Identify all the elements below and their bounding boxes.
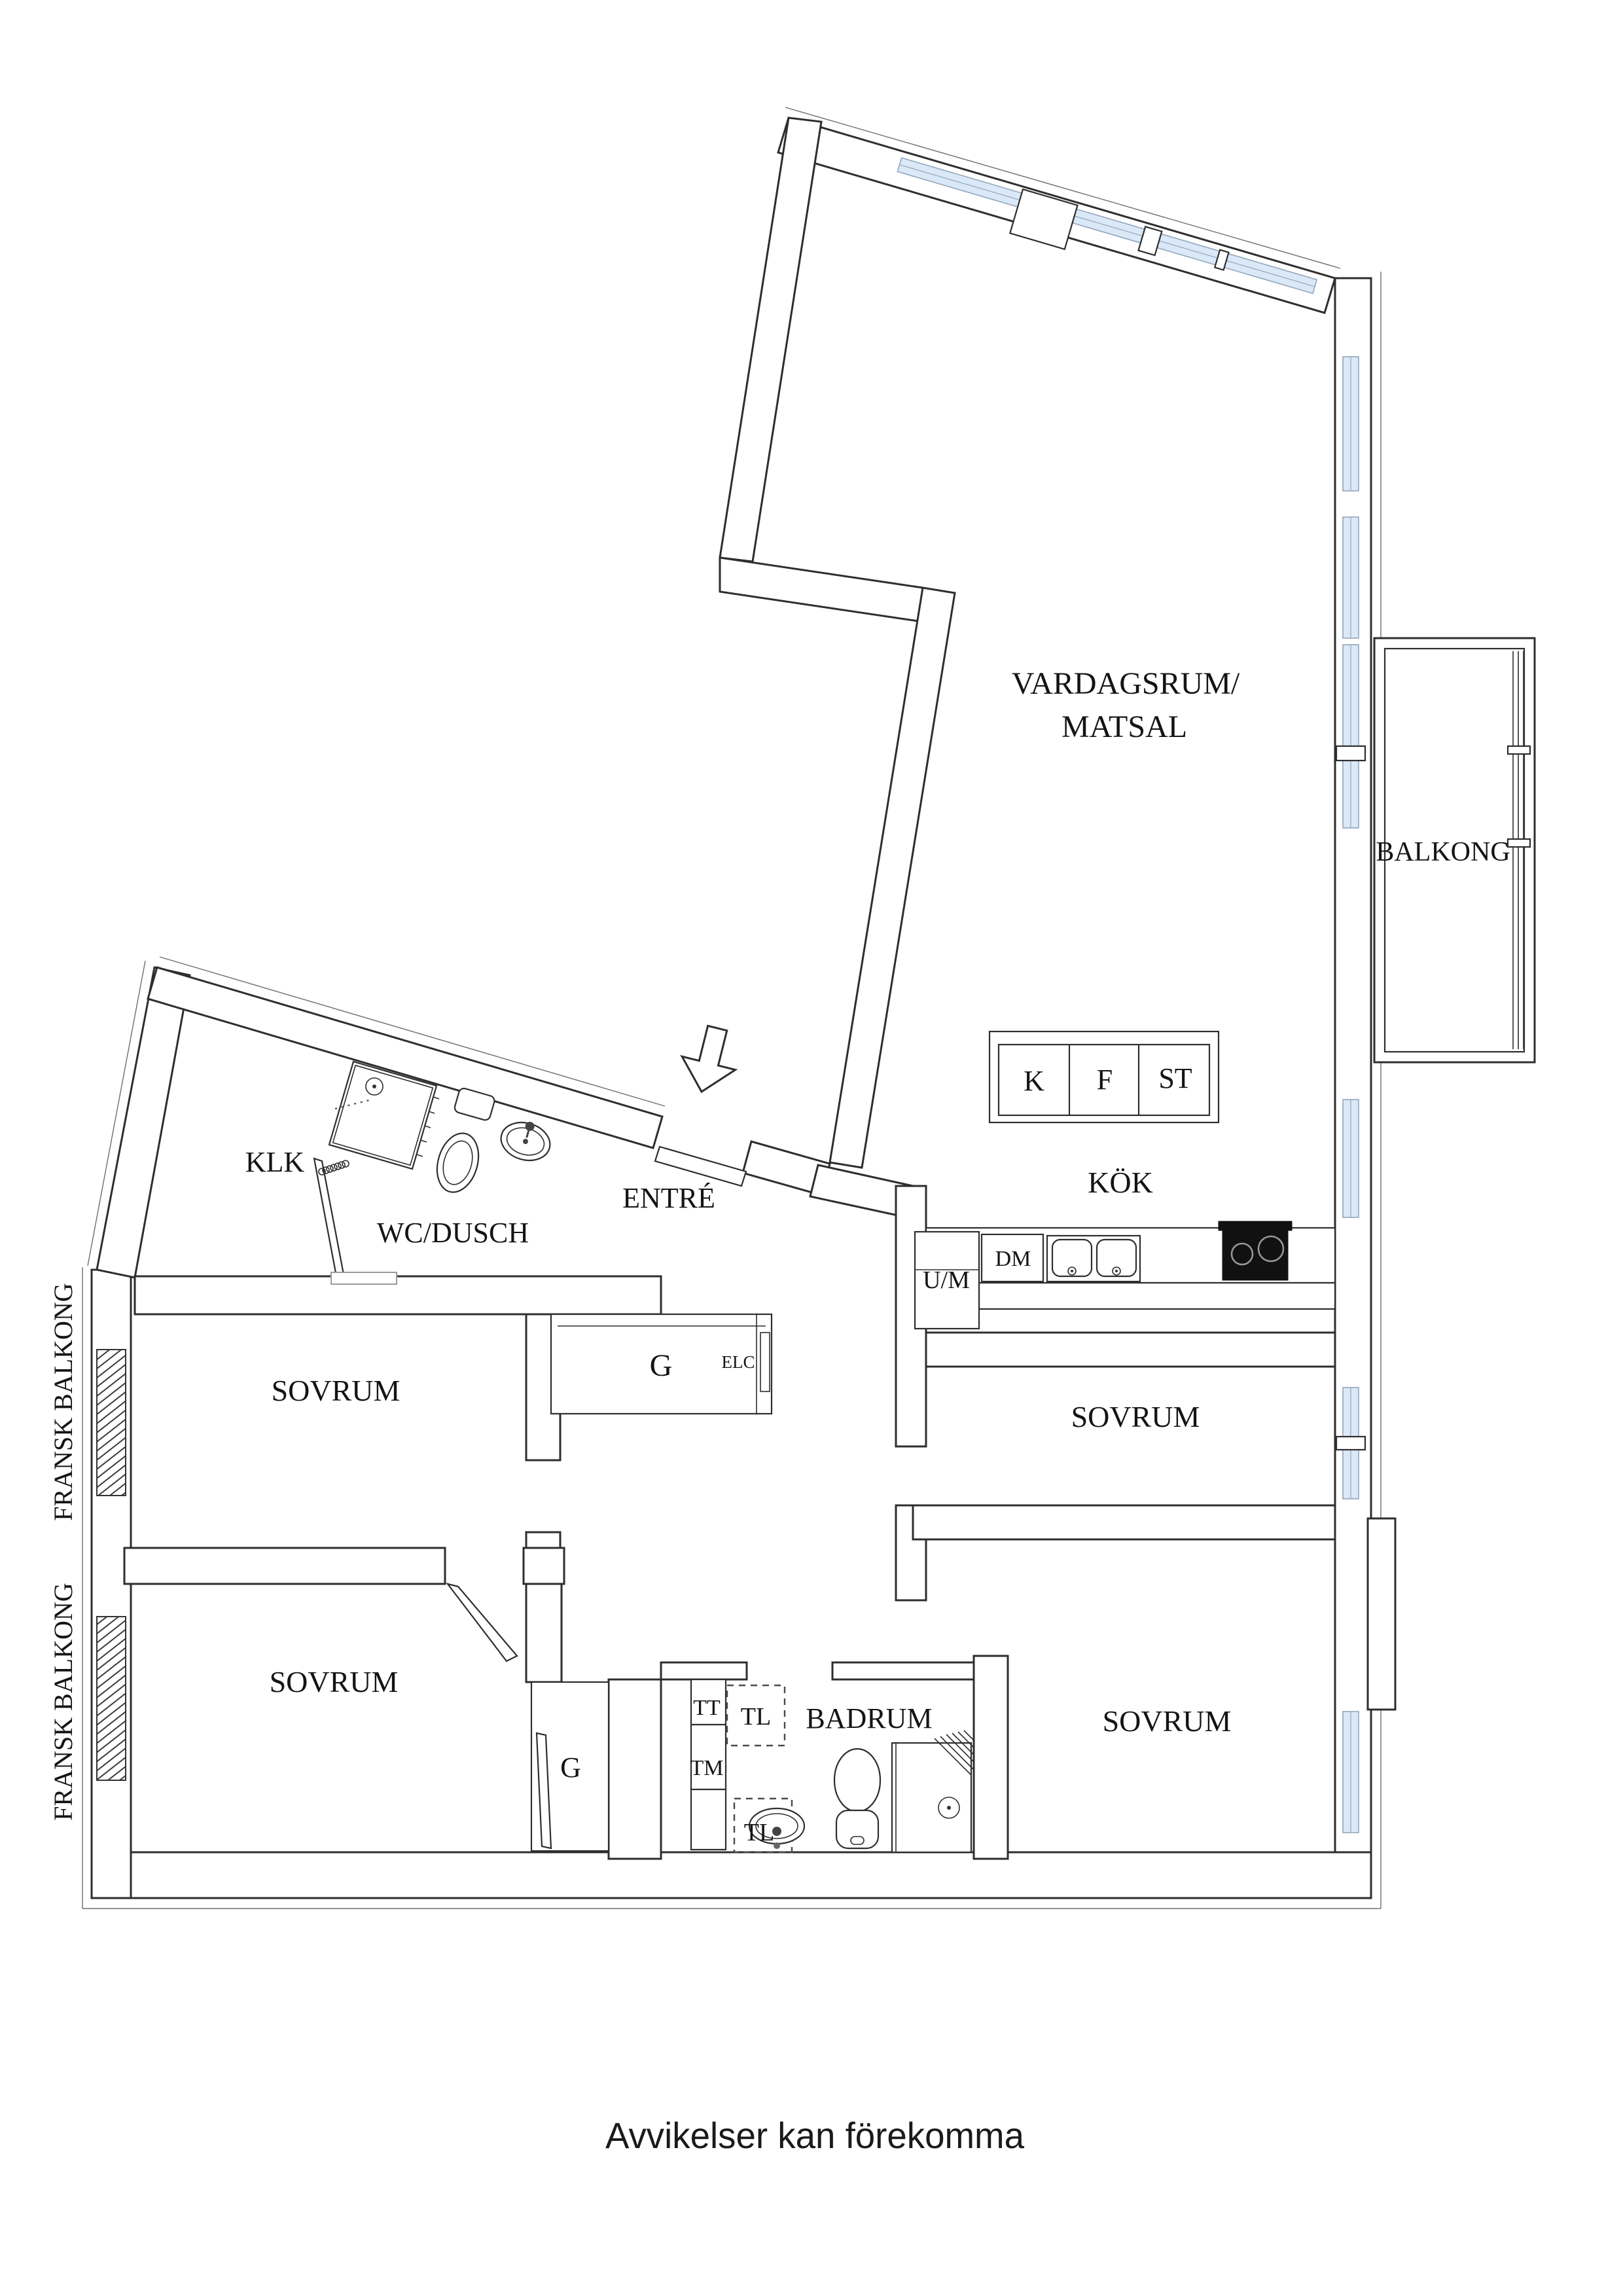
bathroom-shower-fixture — [891, 1730, 974, 1854]
kitchen-cabinet-kfst — [988, 1030, 1220, 1124]
tm-label: TM — [690, 1756, 724, 1780]
cabinet-k-label: K — [1024, 1065, 1044, 1097]
living-room-label-line2: MATSAL — [1061, 709, 1187, 744]
bathroom-label: BADRUM — [806, 1702, 932, 1734]
radiator — [330, 1272, 397, 1285]
wardrobe-g-lower — [530, 1681, 610, 1852]
french-balcony-label-1: FRANSK BALKONG — [48, 1283, 78, 1520]
elc-label: ELC — [722, 1352, 755, 1372]
walls — [90, 117, 1397, 1899]
entrance-arrow-icon — [680, 1024, 738, 1094]
balcony-label: BALKONG — [1376, 837, 1510, 867]
laundry-basket-1 — [726, 1684, 786, 1747]
living-room-label-line1: VARDAGSRUM/ — [1012, 666, 1240, 701]
laundry-tower — [690, 1678, 727, 1851]
bedroom-ur-label: SOVRUM — [1071, 1400, 1200, 1433]
balcony-door-handle — [1335, 745, 1366, 762]
klk-label: KLK — [245, 1146, 305, 1178]
tl-label-2: TL — [744, 1819, 774, 1846]
um-label: U/M — [923, 1266, 970, 1294]
entry-label: ENTRÉ — [622, 1182, 715, 1214]
windows-right-wall — [1335, 356, 1366, 1833]
kitchen-fittings — [914, 1030, 1336, 1330]
hall-closets — [530, 1313, 773, 1852]
wc-dusch-fittings — [313, 1060, 551, 1285]
bedroom-lr-label: SOVRUM — [1103, 1704, 1232, 1738]
balcony — [1373, 637, 1536, 1064]
wardrobe-g-lower-label: G — [560, 1751, 581, 1784]
bedroom-ll-label: SOVRUM — [270, 1665, 399, 1698]
room-labels: VARDAGSRUM/ MATSAL BALKONG KLK WC/DUSCH … — [48, 666, 1510, 1846]
wc-dusch-label: WC/DUSCH — [377, 1217, 529, 1249]
kitchen-sink — [1046, 1234, 1141, 1283]
kitchen-tall-unit — [914, 1230, 980, 1330]
tl-label-1: TL — [741, 1703, 771, 1731]
french-balcony-label-2: FRANSK BALKONG — [48, 1583, 78, 1820]
wardrobe-g-label: G — [650, 1348, 673, 1383]
kitchen-label: KÖK — [1088, 1166, 1153, 1199]
bathroom-toilet-fixture — [833, 1748, 882, 1850]
tt-label: TT — [693, 1696, 721, 1720]
toilet-fixture — [436, 1087, 495, 1193]
stove — [1218, 1221, 1293, 1281]
cabinet-f-label: F — [1097, 1064, 1113, 1096]
dm-label: DM — [995, 1247, 1031, 1271]
disclaimer-text: Avvikelser kan förekomma — [605, 2115, 1025, 2156]
windows-top-wall — [897, 157, 1318, 295]
french-balcony-windows — [96, 1349, 126, 1781]
dishwasher — [980, 1233, 1044, 1283]
shower-fixture — [328, 1060, 440, 1170]
bedroom-door-leaf — [446, 1583, 518, 1662]
entry-door-leaf — [654, 1145, 747, 1187]
cabinet-st-label: ST — [1158, 1062, 1192, 1094]
bedroom-ul-label: SOVRUM — [272, 1374, 401, 1407]
doors — [446, 1145, 747, 1662]
bathroom-fittings — [690, 1678, 974, 1854]
wc-sink-fixture — [500, 1121, 551, 1161]
wardrobe-g-elc — [550, 1313, 773, 1415]
bathroom-sink-fixture — [748, 1807, 806, 1849]
